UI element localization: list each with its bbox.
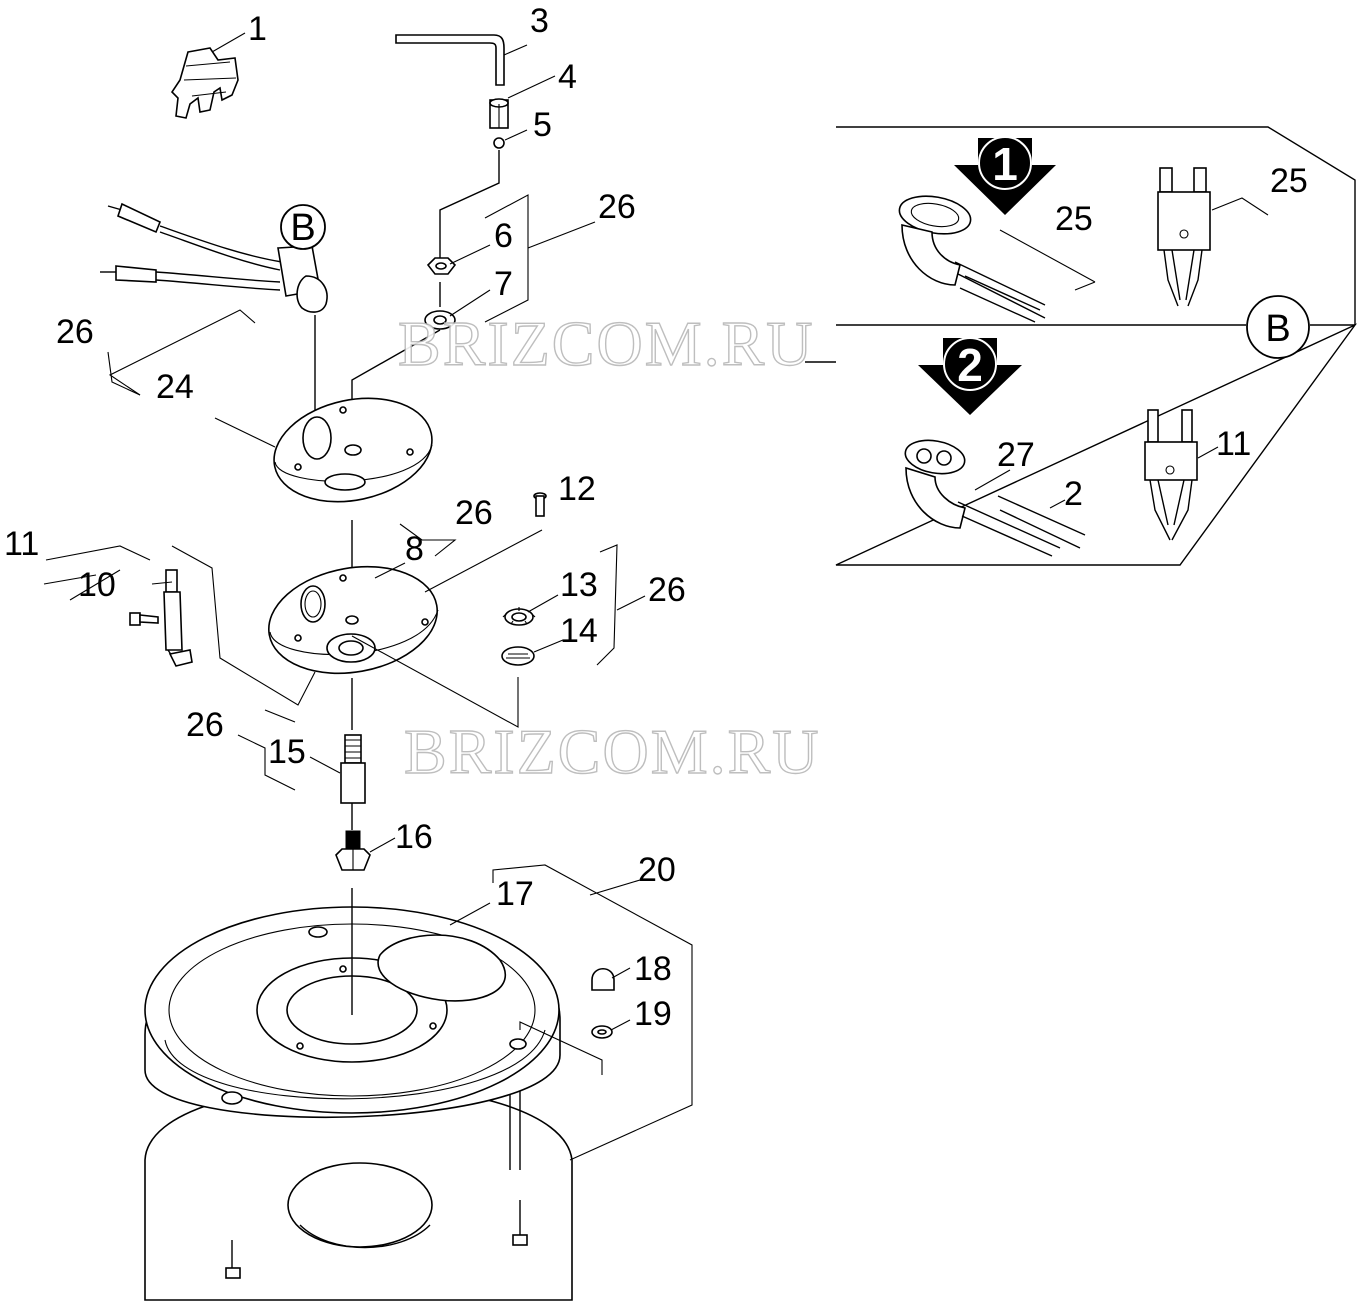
callout-2: 2 bbox=[1064, 475, 1083, 513]
spring-washer bbox=[591, 1025, 613, 1039]
screw-small bbox=[533, 492, 547, 517]
ball bbox=[493, 137, 505, 149]
burner-plate bbox=[144, 906, 561, 1119]
electrode-2 bbox=[1144, 409, 1219, 541]
callout-5: 5 bbox=[533, 106, 552, 144]
detail-view-box bbox=[805, 126, 1358, 566]
clip bbox=[170, 47, 239, 119]
callout-16: 16 bbox=[395, 818, 433, 856]
callout-24: 24 bbox=[156, 368, 194, 406]
watermark-top: BRIZCOM.RU bbox=[398, 308, 815, 379]
callout-26-a: 26 bbox=[598, 188, 636, 226]
cable-boot-1 bbox=[898, 195, 1096, 323]
callout-26-e: 26 bbox=[186, 706, 224, 744]
detail-badge-box: B bbox=[1246, 295, 1310, 359]
callout-25-electrode: 25 bbox=[1270, 162, 1308, 200]
washer bbox=[424, 310, 456, 330]
callout-25-boot: 25 bbox=[1055, 200, 1093, 238]
cover-plate bbox=[273, 397, 433, 503]
variant-2-label: 2 bbox=[957, 339, 983, 391]
nozzle bbox=[335, 830, 371, 871]
callout-11-detail: 11 bbox=[1216, 425, 1251, 463]
boiler-body bbox=[144, 1084, 573, 1301]
leader-lines bbox=[43, 32, 693, 1161]
nozzle-holder bbox=[340, 734, 366, 804]
callout-17: 17 bbox=[496, 875, 534, 913]
callout-12: 12 bbox=[558, 470, 596, 508]
callout-11: 11 bbox=[4, 525, 39, 563]
ignition-cable bbox=[100, 202, 328, 313]
electrode-1 bbox=[1157, 167, 1269, 307]
lock-nut bbox=[426, 257, 457, 275]
callout-3: 3 bbox=[530, 2, 549, 40]
cap-nut bbox=[591, 967, 615, 991]
callout-15: 15 bbox=[268, 733, 306, 771]
burner-head-plate bbox=[268, 565, 439, 675]
gasket bbox=[501, 646, 535, 666]
callout-numbers: 1 3 4 5 26 6 7 26 24 12 26 8 11 10 13 26… bbox=[4, 2, 1308, 1033]
callout-27: 27 bbox=[997, 436, 1035, 474]
ignition-electrode bbox=[163, 569, 193, 667]
nut bbox=[489, 98, 509, 129]
callout-26-c: 26 bbox=[455, 494, 493, 532]
watermark-middle: BRIZCOM.RU bbox=[404, 716, 821, 787]
cable-boot-2 bbox=[904, 439, 1086, 557]
callout-8: 8 bbox=[405, 530, 424, 568]
screw bbox=[129, 612, 159, 626]
callout-20: 20 bbox=[638, 851, 676, 889]
callout-1: 1 bbox=[248, 10, 267, 48]
callout-19: 19 bbox=[634, 995, 672, 1033]
detail-badge-main: B bbox=[280, 204, 326, 250]
callout-10: 10 bbox=[78, 566, 116, 604]
callout-26-d: 26 bbox=[648, 571, 686, 609]
hex-key bbox=[395, 34, 505, 86]
svg-text:B: B bbox=[1265, 308, 1290, 350]
callout-26-b: 26 bbox=[56, 313, 94, 351]
callout-6: 6 bbox=[494, 217, 513, 255]
callout-4: 4 bbox=[558, 58, 577, 96]
variant-1-label: 1 bbox=[992, 138, 1018, 190]
callout-14: 14 bbox=[560, 612, 598, 650]
callout-7: 7 bbox=[494, 265, 513, 303]
callout-18: 18 bbox=[634, 950, 672, 988]
retaining-washer bbox=[502, 607, 536, 626]
svg-text:B: B bbox=[290, 207, 315, 249]
callout-13: 13 bbox=[560, 566, 598, 604]
